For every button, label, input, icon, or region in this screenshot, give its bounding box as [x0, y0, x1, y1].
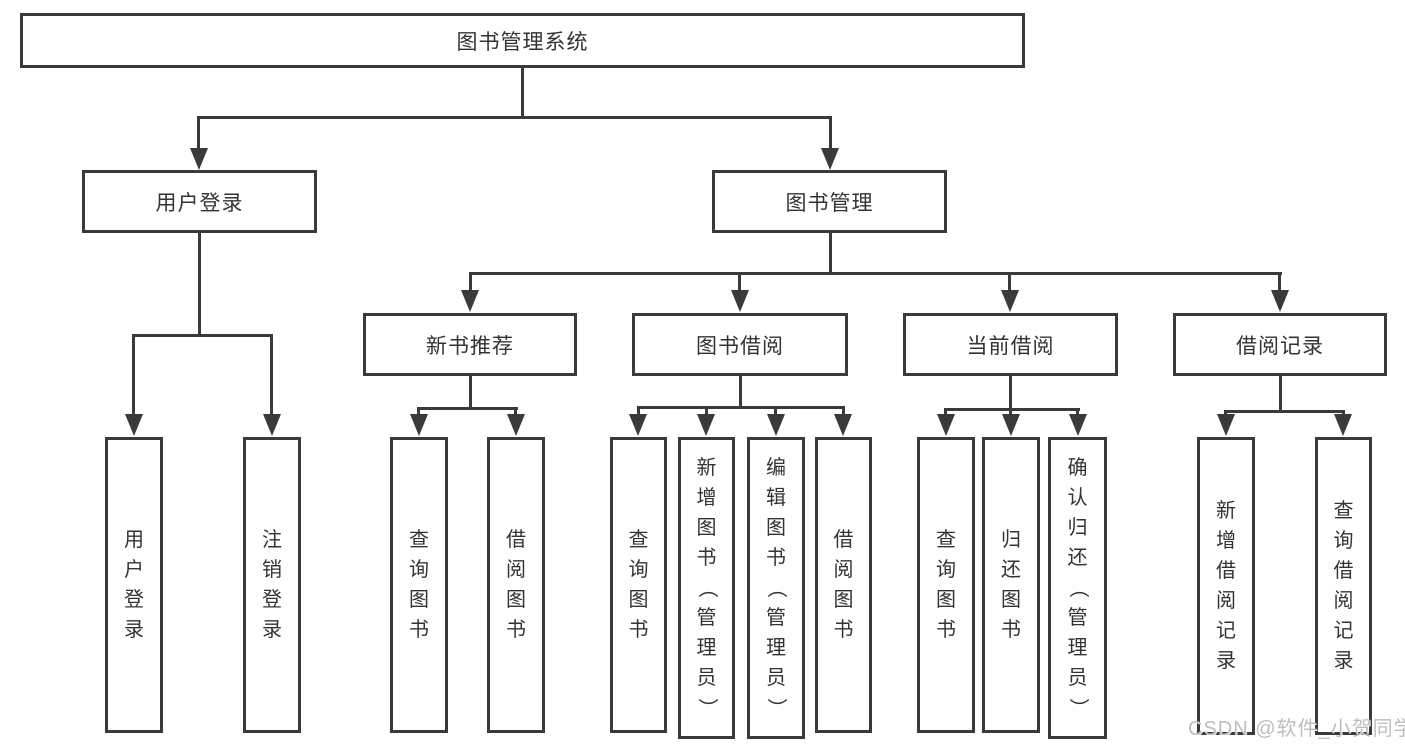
connector-line: [1225, 410, 1345, 413]
arrow-down-icon: [507, 414, 525, 436]
node-label: 图书管理系统: [456, 30, 589, 54]
connector-line: [739, 375, 742, 408]
node-root-system: 图书管理系统: [20, 13, 1025, 68]
node-current-borrow: 当前借阅: [903, 313, 1118, 376]
connector-line: [521, 67, 524, 118]
arrow-down-icon: [461, 290, 479, 312]
leaf-user-login: 用户登录: [105, 437, 163, 733]
node-book-borrow: 图书借阅: [632, 313, 848, 376]
connector-line: [469, 375, 472, 409]
leaf-add-book-admin: 新增图书（管理员）: [678, 437, 735, 739]
node-label: 图书借阅: [696, 334, 784, 358]
connector-line: [1279, 375, 1282, 412]
connector-line: [705, 406, 708, 416]
leaf-logout: 注销登录: [243, 437, 301, 733]
connector-line: [514, 407, 517, 417]
node-label: 借阅记录: [1236, 334, 1324, 358]
arrow-down-icon: [263, 414, 281, 436]
leaf-query-borrow-record: 查询借阅记录: [1315, 437, 1372, 735]
connector-line: [1009, 408, 1012, 416]
arrow-down-icon: [1001, 290, 1019, 312]
leaf-edit-book-admin: 编辑图书（管理员）: [747, 437, 805, 739]
arrow-down-icon: [629, 414, 647, 436]
connector-line: [1278, 272, 1281, 292]
connector-line: [198, 232, 201, 335]
node-label: 用户登录: [155, 191, 244, 215]
connector-line: [132, 334, 135, 416]
arrow-down-icon: [937, 414, 955, 436]
connector-line: [842, 406, 845, 416]
arrow-down-icon: [1002, 414, 1020, 436]
connector-line: [829, 116, 832, 148]
leaf-return-books: 归还图书: [982, 437, 1040, 733]
node-label: 当前借阅: [966, 334, 1055, 358]
leaf-query-books: 查询图书: [917, 437, 975, 733]
connector-line: [469, 272, 472, 292]
connector-line: [774, 406, 777, 416]
arrow-down-icon: [410, 414, 428, 436]
connector-line: [133, 334, 273, 337]
node-label: 新书推荐: [426, 334, 514, 358]
connector-line: [829, 232, 832, 274]
arrow-down-icon: [1334, 414, 1352, 436]
connector-line: [944, 408, 947, 416]
arrow-down-icon: [190, 148, 208, 170]
connector-line: [197, 116, 832, 119]
connector-line: [1076, 408, 1079, 416]
arrow-down-icon: [834, 414, 852, 436]
leaf-add-borrow-record: 新增借阅记录: [1197, 437, 1255, 735]
connector-line: [270, 334, 273, 416]
connector-line: [1224, 410, 1227, 416]
arrow-down-icon: [731, 290, 749, 312]
leaf-confirm-return-admin: 确认归还（管理员）: [1048, 437, 1107, 739]
connector-line: [417, 407, 420, 417]
arrow-down-icon: [767, 414, 785, 436]
leaf-query-books: 查询图书: [610, 437, 667, 733]
connector-line: [1342, 410, 1345, 416]
arrow-down-icon: [125, 414, 143, 436]
connector-line: [469, 272, 1282, 275]
leaf-query-books: 查询图书: [390, 437, 448, 733]
connector-line: [637, 406, 845, 409]
arrow-down-icon: [1217, 414, 1235, 436]
leaf-borrow-books: 借阅图书: [815, 437, 872, 733]
node-borrow-records: 借阅记录: [1173, 313, 1387, 376]
connector-line: [197, 116, 200, 148]
connector-line: [637, 406, 640, 416]
connector-line: [1008, 272, 1011, 292]
connector-line: [945, 408, 1080, 411]
connector-line: [418, 407, 518, 410]
node-book-management: 图书管理: [712, 170, 947, 233]
connector-line: [738, 272, 741, 292]
arrow-down-icon: [1271, 290, 1289, 312]
node-user-login: 用户登录: [82, 170, 317, 233]
node-label: 图书管理: [785, 191, 874, 215]
arrow-down-icon: [821, 148, 839, 170]
connector-line: [1009, 375, 1012, 410]
node-new-book-recommend: 新书推荐: [363, 313, 577, 376]
csdn-watermark: CSDN @软件_小贺同学: [1188, 718, 1405, 740]
arrow-down-icon: [697, 414, 715, 436]
leaf-borrow-books: 借阅图书: [487, 437, 545, 733]
arrow-down-icon: [1069, 414, 1087, 436]
